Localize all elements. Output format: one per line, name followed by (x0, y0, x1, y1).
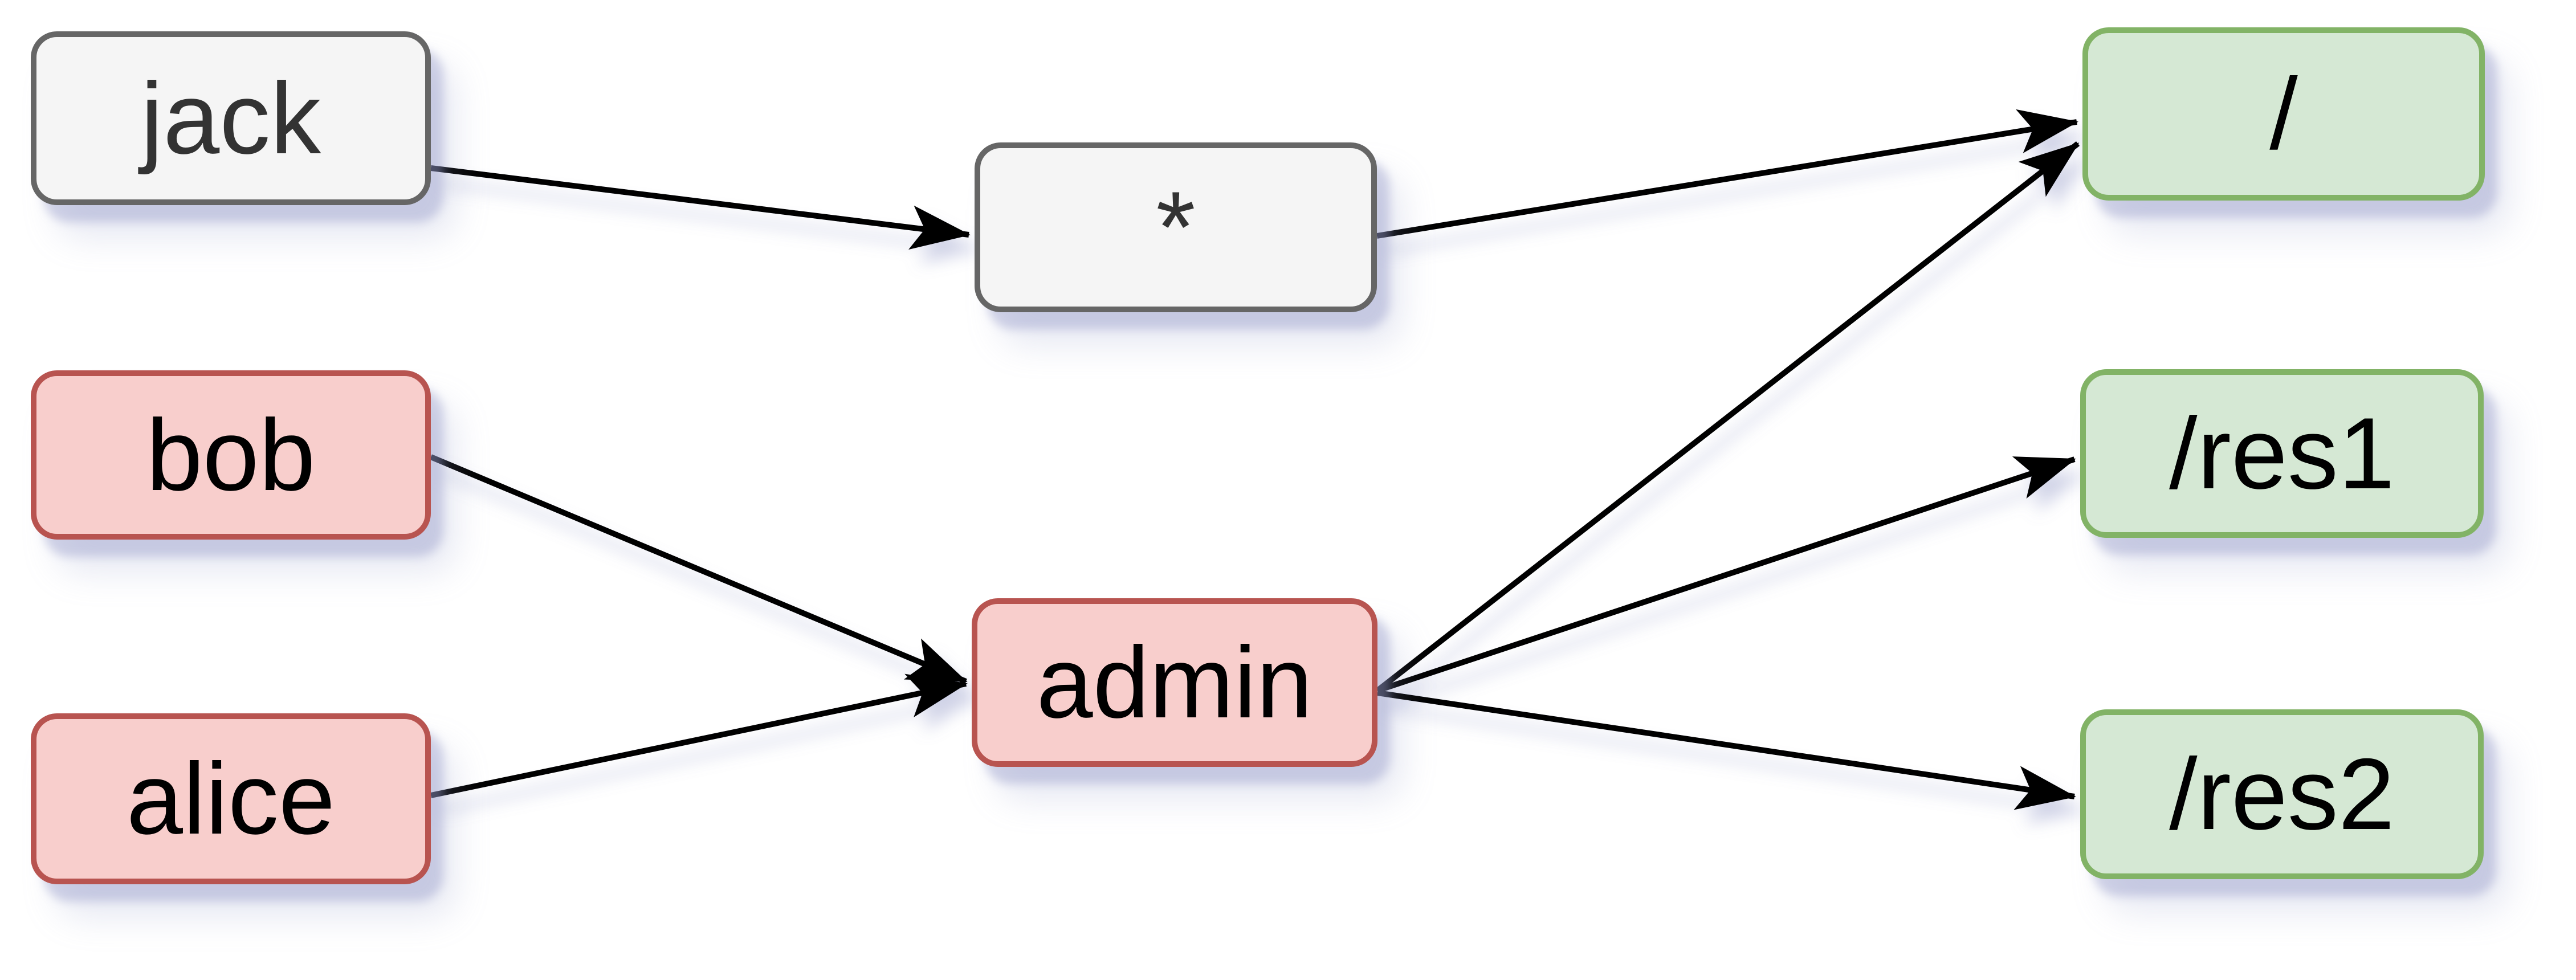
node-admin-label: admin (1036, 626, 1313, 739)
node-star-label: * (1156, 170, 1196, 284)
node-jack: jack (31, 31, 431, 205)
edge-star-to-root (1376, 109, 2078, 239)
node-star: * (975, 142, 1377, 312)
edge-admin-to-res2 (1377, 690, 2076, 810)
node-res2: /res2 (2080, 709, 2484, 879)
node-root-label: / (2269, 57, 2298, 170)
edge-admin-to-res1 (1376, 456, 2076, 693)
edge-alice-to-admin (430, 673, 968, 798)
node-res1-label: /res1 (2169, 397, 2395, 510)
edge-jack-to-star (430, 165, 971, 250)
node-alice: alice (31, 713, 431, 884)
node-res1: /res1 (2080, 369, 2484, 538)
node-res2-label: /res2 (2169, 737, 2395, 851)
node-jack-label: jack (140, 61, 321, 175)
edge-bob-to-admin (430, 454, 968, 684)
node-bob: bob (31, 370, 431, 540)
node-bob-label: bob (146, 398, 316, 512)
node-admin: admin (972, 598, 1377, 767)
edge-admin-to-root (1375, 141, 2080, 693)
node-root: / (2082, 27, 2485, 201)
node-alice-label: alice (126, 742, 336, 855)
